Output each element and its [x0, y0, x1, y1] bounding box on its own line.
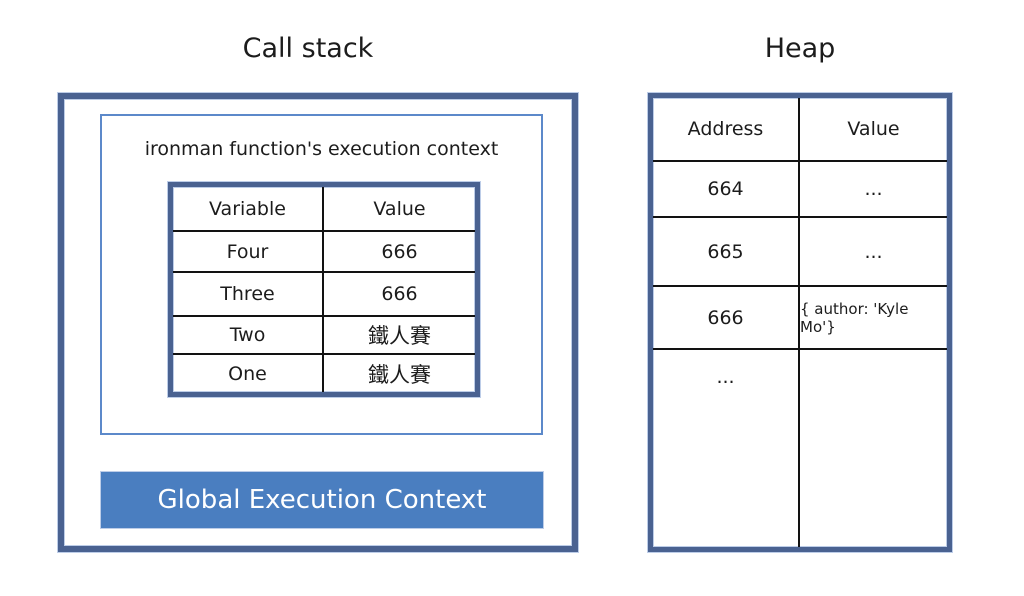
table-cell-value: 鐵人賽 — [324, 317, 475, 355]
heap-cell-address: 664 — [653, 162, 800, 218]
variable-table-header-variable: Variable — [173, 187, 324, 232]
table-cell-value: 666 — [324, 273, 475, 317]
table-cell-variable: Four — [173, 232, 324, 273]
heap-cell-value: { author: 'Kyle Mo'} — [800, 287, 947, 350]
heap-header-value: Value — [800, 98, 947, 162]
heap-cell-value: ... — [800, 218, 947, 287]
global-execution-context-box: Global Execution Context — [101, 472, 543, 528]
table-cell-value: 鐵人賽 — [368, 362, 431, 387]
table-cell-value: 666 — [324, 232, 475, 273]
heap-header-address: Address — [653, 98, 800, 162]
variable-table-header-value: Value — [324, 187, 475, 232]
table-cell-variable: Three — [173, 273, 324, 317]
heap-cell-address: 666 — [653, 287, 800, 350]
heap-cell-value: ... — [800, 162, 947, 218]
heap-cell-value — [800, 350, 947, 547]
table-cell-variable: One — [173, 355, 324, 392]
heap-table: Address Value 664 ... 665 ... 666 { auth… — [648, 93, 952, 552]
call-stack-title: Call stack — [242, 33, 374, 64]
heap-title: Heap — [764, 33, 836, 64]
heap-cell-address: 665 — [653, 218, 800, 287]
heap-cell-address: ... — [653, 350, 800, 547]
variable-table: Variable Value Four 666 Three 666 Two 鐵人… — [168, 182, 480, 397]
table-cell-variable: Two — [173, 317, 324, 355]
ironman-frame-label: ironman function's execution context — [144, 138, 499, 160]
